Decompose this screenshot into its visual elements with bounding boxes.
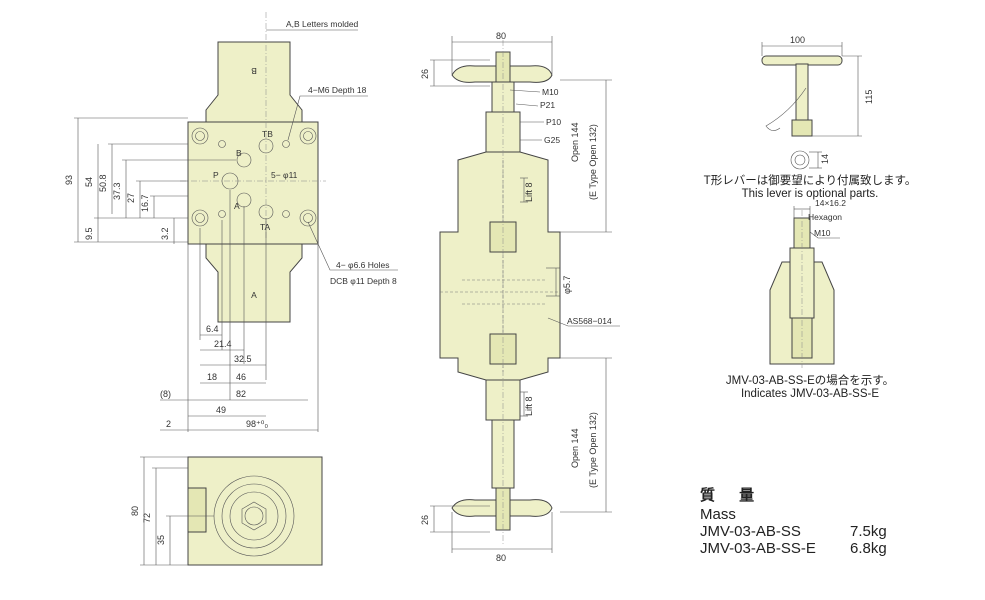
open-144-bottom: Open 144	[570, 428, 580, 468]
front-view: B A TB B P A TA 5− φ11	[64, 12, 398, 432]
holes-callout: 4− φ6.6 Holes	[336, 260, 389, 270]
molded-letter-b: B	[251, 66, 257, 76]
mounting-plate	[187, 121, 319, 245]
detail-note: JMV-03-AB-SS-Eの場合を示す。 Indicates JMV-03-A…	[690, 372, 930, 400]
hex-size: 14×16.2	[815, 198, 846, 208]
hex-label: Hexagon	[808, 212, 842, 222]
lever-width-dim: 100	[790, 35, 805, 45]
dim-37-3: 37.3	[112, 182, 122, 200]
port-p-label: P	[213, 170, 219, 180]
mass-title-en: Mass	[700, 506, 736, 523]
dim-2: 2	[166, 419, 171, 429]
mass-model: JMV-03-AB-SS-E	[700, 540, 816, 557]
m6-callout: 4−M6 Depth 18	[308, 85, 367, 95]
valve-body	[439, 151, 561, 381]
mass-value: 7.5kg	[850, 523, 887, 540]
lever-note: T形レバーは御要望により付属致します。 This lever is option…	[690, 172, 930, 200]
ports-callout: 5− φ11	[271, 170, 298, 180]
as568-callout: AS568−014	[567, 316, 612, 326]
dim-93: 93	[64, 175, 74, 185]
mass-table: 質 量 Mass JMV-03-AB-SS 7.5kg JMV-03-AB-SS…	[700, 484, 887, 557]
port-tb-label: TB	[262, 129, 273, 139]
dim-50-8: 50.8	[98, 174, 108, 192]
dim-18: 18	[207, 372, 217, 382]
letters-molded-callout: A,B Letters molded	[286, 19, 359, 29]
mass-title-jp: 質 量	[700, 487, 765, 504]
bottom-body	[187, 456, 323, 566]
dim-72-v: 72	[142, 513, 152, 523]
mass-model: JMV-03-AB-SS	[700, 523, 801, 540]
lever-height-dim: 115	[864, 90, 874, 104]
dim-9-5: 9.5	[84, 227, 94, 240]
seal-dia: φ5.7	[562, 276, 572, 294]
upper-boss	[205, 41, 303, 123]
dim-side-bottom-height: 26	[420, 515, 430, 525]
dim-8-paren: (8)	[160, 389, 171, 399]
dim-98: 98⁺⁰₀	[246, 419, 268, 429]
lever-note-jp: T形レバーは御要望により付属致します。	[703, 175, 917, 187]
open-132-bottom: (E Type Open 132)	[588, 412, 598, 488]
dim-21-4: 21.4	[214, 339, 232, 349]
open-132-top: (E Type Open 132)	[588, 124, 598, 200]
counterbore-callout: DCB φ11 Depth 8	[330, 276, 397, 286]
dim-80-v: 80	[130, 506, 140, 516]
dim-54: 54	[84, 177, 94, 187]
dim-27: 27	[126, 193, 136, 203]
dim-side-top-height: 26	[420, 69, 430, 79]
dim-82: 82	[236, 389, 246, 399]
open-144-top: Open 144	[570, 122, 580, 162]
p21-callout: P21	[540, 100, 555, 110]
detail-view: 14×16.2 Hexagon M10	[769, 198, 846, 368]
mass-row: JMV-03-AB-SS 7.5kg	[700, 523, 887, 540]
m10-callout: M10	[542, 87, 559, 97]
g25-callout: G25	[544, 135, 560, 145]
lift-top: Lift 8	[524, 182, 534, 202]
bottom-view: 80 72 35	[130, 456, 323, 566]
port-a-label: A	[234, 201, 240, 211]
side-view: 80 80 26 26 Open 144 (E Type Open 132) O…	[420, 31, 620, 563]
lower-boss	[205, 243, 303, 323]
molded-letter-a: A	[251, 290, 257, 300]
lift-bottom: Lift 8	[524, 396, 534, 416]
lever-view: 100 115 14	[761, 35, 874, 170]
port-b-label: B	[236, 148, 242, 158]
dim-16-7: 16.7	[140, 194, 150, 212]
dim-side-top-width: 80	[496, 31, 506, 41]
dim-49: 49	[216, 405, 226, 415]
dim-46: 46	[236, 372, 246, 382]
detail-note-en: Indicates JMV-03-AB-SS-E	[740, 388, 880, 400]
dim-6-4: 6.4	[206, 324, 219, 334]
port-ta-label: TA	[260, 222, 271, 232]
dim-35-v: 35	[156, 535, 166, 545]
p10-callout: P10	[546, 117, 561, 127]
mass-row: JMV-03-AB-SS-E 6.8kg	[700, 540, 887, 557]
detail-thread: M10	[814, 228, 831, 238]
detail-note-jp: JMV-03-AB-SS-Eの場合を示す。	[725, 375, 895, 387]
mass-value: 6.8kg	[850, 540, 887, 557]
lever-note-en: This lever is optional parts.	[741, 188, 879, 200]
dim-side-bottom-width: 80	[496, 553, 506, 563]
dim-32-5: 32.5	[234, 354, 252, 364]
lever-shaft-dim: 14	[820, 154, 830, 164]
dim-3-2: 3.2	[160, 227, 170, 240]
